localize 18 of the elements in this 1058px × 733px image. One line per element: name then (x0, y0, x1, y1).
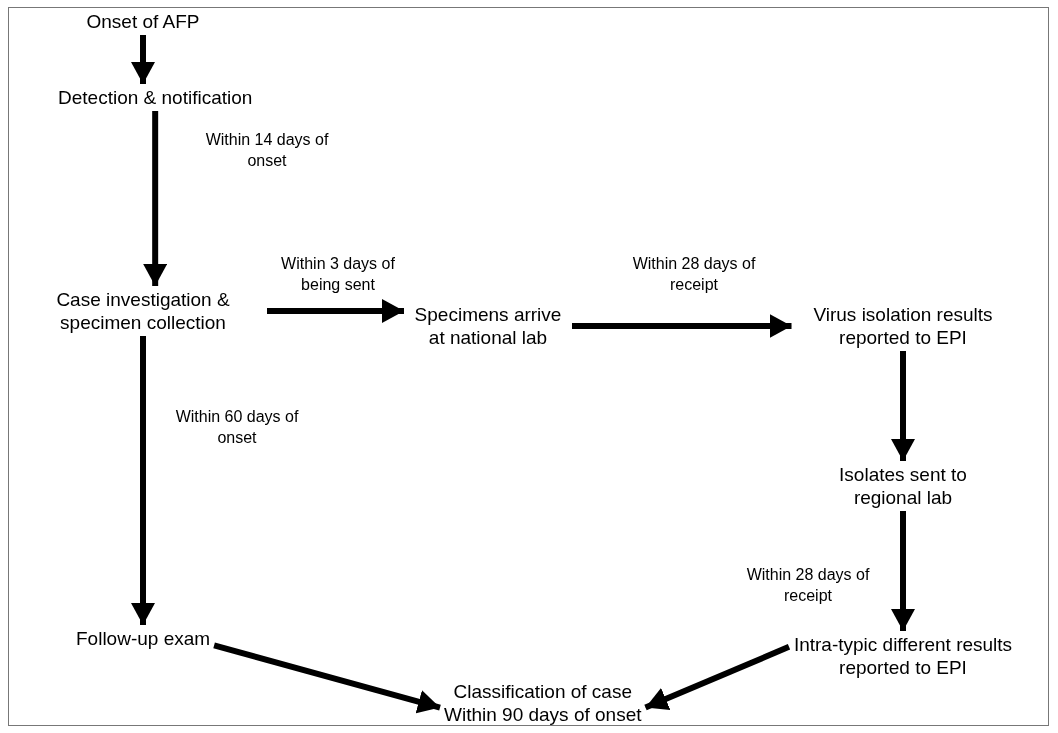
step-text: Onset of AFP (86, 10, 200, 33)
arrow (267, 299, 404, 323)
arrow (891, 351, 915, 461)
arrow (143, 111, 168, 286)
step-text: Specimens arrive at national lab (408, 303, 568, 349)
step-text: Case investigation & specimen collection (23, 288, 263, 334)
arrow (891, 511, 915, 631)
step-text: Classification of case Within 90 days of onset (444, 680, 642, 726)
step-text: Intra-typic different results reported to EPI (793, 633, 1013, 679)
step-text: Virus isolation results reported to EPI (795, 303, 1011, 349)
arrow (131, 336, 155, 625)
step-text: Isolates sent to regional lab (828, 463, 978, 509)
step-text: Follow-up exam (76, 627, 211, 650)
arrow (644, 644, 791, 711)
step-text: Detection & notification (58, 86, 253, 109)
arrow (572, 314, 792, 338)
arrow (213, 642, 441, 714)
arrow (131, 35, 155, 84)
